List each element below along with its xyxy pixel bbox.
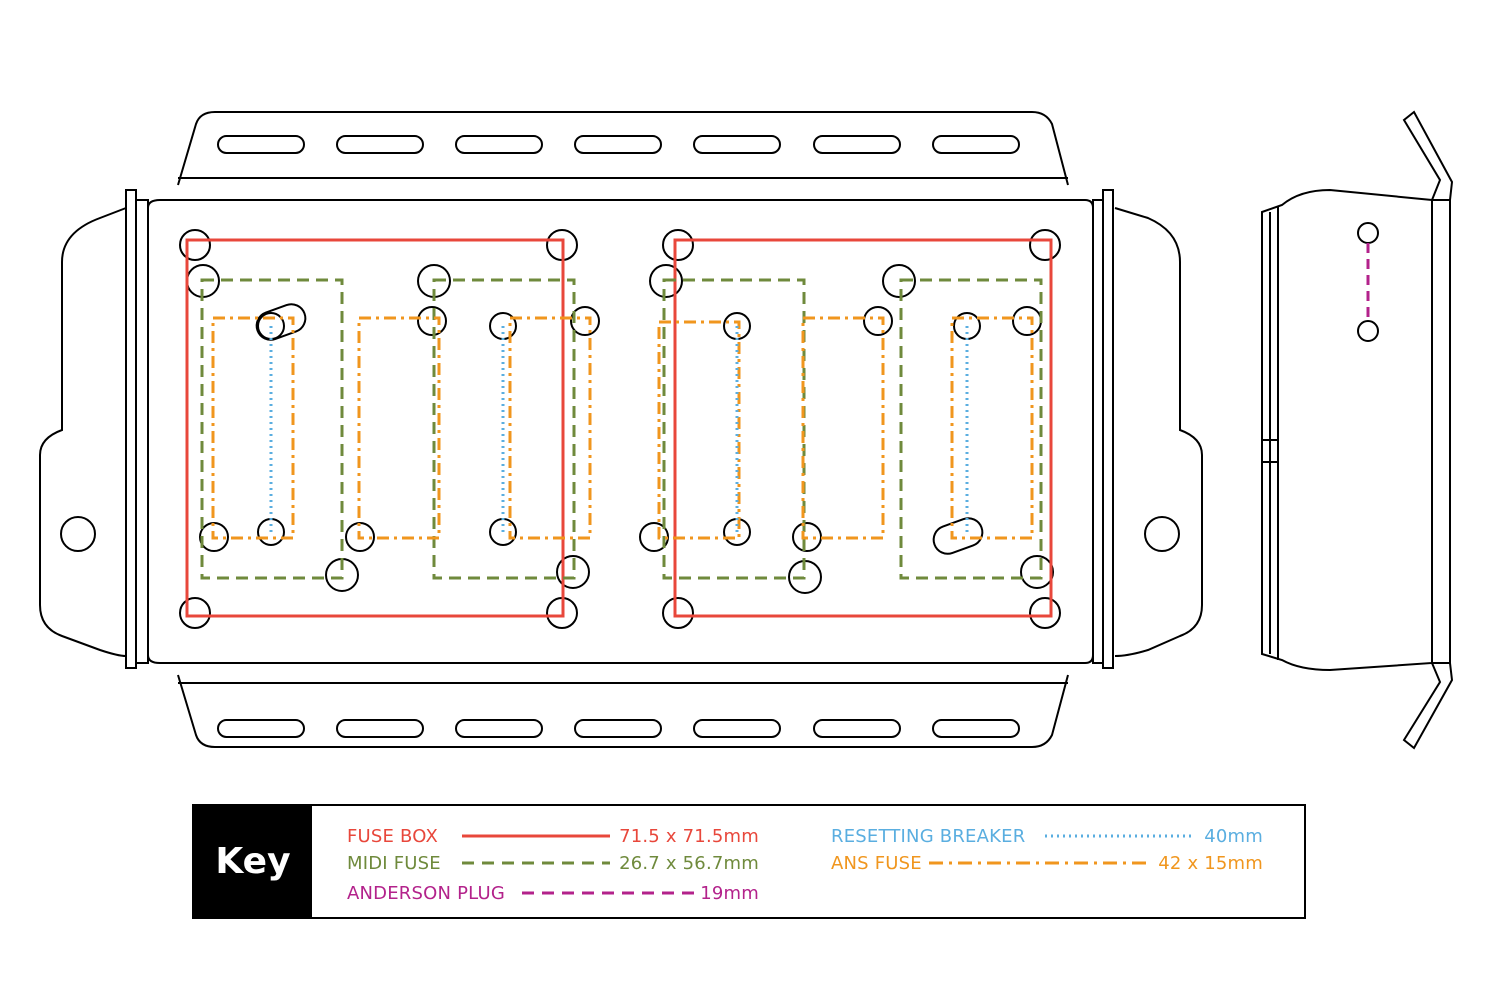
mounting-hole	[649, 264, 683, 298]
legend-label: FUSE BOX	[347, 825, 439, 847]
legend-item-ans-fuse: ANS FUSE 42 x 15mm	[831, 852, 1263, 874]
legend-item-anderson-plug: ANDERSON PLUG 19mm	[347, 882, 759, 904]
legend-key: Key FUSE BOX 71.5 x 71.5mm MIDI FUSE 26.…	[192, 804, 1306, 919]
top-flange	[177, 111, 1069, 186]
flange-slot	[574, 719, 662, 738]
left-bend-strip-inner	[135, 199, 149, 664]
legend-swatch-dashed	[522, 891, 702, 895]
left-bend-strip	[125, 189, 137, 669]
fuse-box-outline-right	[673, 238, 1053, 618]
flange-slot	[693, 719, 781, 738]
ans-fuse-outline	[508, 316, 592, 540]
legend-swatch-solid	[462, 834, 610, 838]
right-bend-strip-inner	[1092, 199, 1104, 664]
bottom-flange	[177, 674, 1069, 748]
legend-label: MIDI FUSE	[347, 852, 441, 874]
legend-item-resetting-breaker: RESETTING BREAKER 40mm	[831, 825, 1263, 847]
side-view-flange	[1431, 199, 1451, 664]
midi-fuse-footprints	[200, 278, 1043, 580]
legend-value: 71.5 x 71.5mm	[619, 825, 759, 847]
flange-slot	[336, 135, 424, 154]
right-tab-hole	[1144, 516, 1180, 552]
flange-slots	[217, 135, 1020, 738]
mounting-hole	[179, 597, 211, 629]
ans-fuse-footprints	[211, 316, 1034, 540]
ans-fuse-outline	[801, 316, 885, 540]
mounting-hole	[662, 229, 694, 261]
flange-slot	[693, 135, 781, 154]
legend-label: ANS FUSE	[831, 852, 922, 874]
mounting-hole	[1029, 597, 1061, 629]
legend-swatch-dotted	[1045, 834, 1195, 838]
legend-label: RESETTING BREAKER	[831, 825, 1026, 847]
ans-fuse-outline	[657, 320, 741, 540]
mounting-hole	[863, 306, 893, 336]
side-view-top-flange	[1402, 110, 1454, 201]
resetting-breaker-footprints	[269, 326, 969, 532]
anderson-plug-hole	[1357, 320, 1379, 342]
mounting-hole	[1012, 306, 1042, 336]
left-tab	[39, 207, 127, 657]
legend-value: 26.7 x 56.7mm	[619, 852, 759, 874]
anderson-plug-hole	[1357, 222, 1379, 244]
legend-swatch-dashed	[462, 861, 610, 865]
flange-slot	[813, 135, 901, 154]
side-view-body	[1261, 188, 1433, 672]
side-view-bottom-flange	[1402, 662, 1454, 750]
flange-slot	[455, 719, 543, 738]
mounting-hole	[662, 597, 694, 629]
mounting-hole	[179, 229, 211, 261]
midi-fuse-outline	[899, 278, 1043, 580]
key-title: Key	[194, 806, 312, 917]
midi-fuse-outline	[662, 278, 806, 580]
legend-item-midi-fuse: MIDI FUSE 26.7 x 56.7mm	[347, 852, 759, 874]
midi-fuse-outline	[432, 278, 576, 580]
flange-slot	[813, 719, 901, 738]
legend-value: 19mm	[700, 882, 759, 904]
flange-slot	[932, 135, 1020, 154]
midi-fuse-outline	[200, 278, 344, 580]
mounting-hole	[1020, 555, 1054, 589]
side-view	[1261, 110, 1454, 750]
right-bend-strip	[1102, 189, 1114, 669]
ans-fuse-outline	[357, 316, 441, 540]
legend-item-fuse-box: FUSE BOX 71.5 x 71.5mm	[347, 825, 759, 847]
mounting-holes	[179, 229, 1061, 629]
mounting-hole	[556, 555, 590, 589]
flange-slot	[574, 135, 662, 154]
mounting-hole	[1029, 229, 1061, 261]
mounting-hole	[417, 306, 447, 336]
slotted-hole	[255, 303, 307, 341]
flange-slot	[455, 135, 543, 154]
legend-value: 42 x 15mm	[1158, 852, 1263, 874]
slotted-hole	[932, 517, 984, 555]
fuse-box-outline-left	[185, 238, 565, 618]
fuse-box-footprints	[185, 238, 1053, 618]
right-tab	[1114, 207, 1203, 657]
flange-slot	[336, 719, 424, 738]
legend-value: 40mm	[1204, 825, 1263, 847]
left-tab-hole	[60, 516, 96, 552]
flange-slot	[932, 719, 1020, 738]
ans-fuse-outline	[211, 316, 295, 540]
mounting-hole	[570, 306, 600, 336]
ans-fuse-outline	[950, 316, 1034, 540]
plate-outline	[39, 111, 1203, 748]
legend-swatch-dash-dot	[929, 861, 1151, 865]
mounting-hole	[882, 264, 916, 298]
legend-label: ANDERSON PLUG	[347, 882, 506, 904]
flange-slot	[217, 719, 305, 738]
flange-slot	[217, 135, 305, 154]
